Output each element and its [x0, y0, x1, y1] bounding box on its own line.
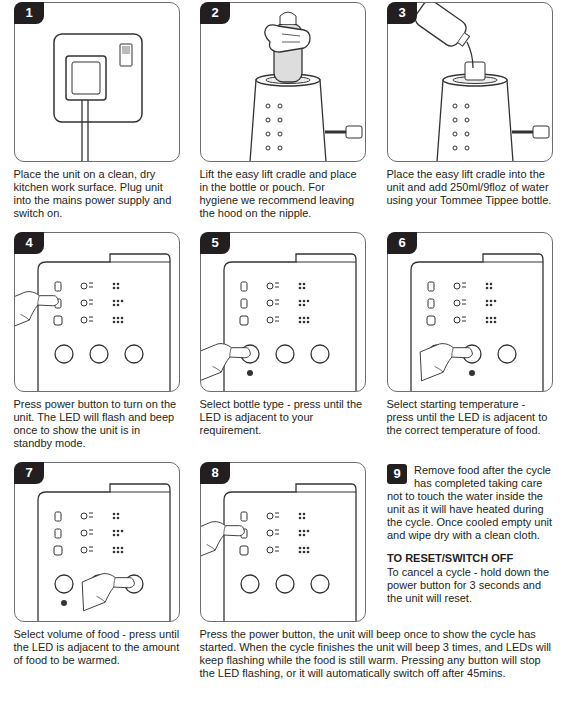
step-panel: 8Press the power button, the unit will b… [200, 462, 366, 622]
step-panel: 3Place the easy lift cradle into the uni… [387, 2, 553, 162]
step-caption: Lift the easy lift cradle and place in t… [200, 168, 366, 220]
step-caption: Select starting temperature - press unti… [387, 398, 553, 437]
step-panel: 1Place the unit on a clean, dry kitchen … [14, 2, 180, 162]
step-text: Remove food after the cycle has complete… [387, 464, 552, 541]
step-number: 6 [387, 232, 417, 254]
reset-note: TO RESET/SWITCH OFFTo cancel a cycle - h… [387, 552, 553, 605]
step-panel: 5Select bottle type - press until the LE… [200, 232, 366, 392]
step-caption: Press power button to turn on the unit. … [14, 398, 180, 450]
step-caption: Press the power button, the unit will be… [200, 628, 553, 680]
step-number: 4 [14, 232, 44, 254]
step-caption: Select bottle type - press until the LED… [200, 398, 366, 437]
note-text: To cancel a cycle - hold down the power … [387, 566, 553, 605]
step-caption: Select volume of food - press until the … [14, 628, 180, 667]
step-panel: 2Lift the easy lift cradle and place in … [200, 2, 366, 162]
step-number: 9 [387, 464, 407, 484]
step-caption: Place the unit on a clean, dry kitchen w… [14, 168, 180, 220]
step-number: 3 [387, 2, 417, 24]
step-panel: 4Press power button to turn on the unit.… [14, 232, 180, 392]
step-number: 8 [200, 462, 230, 484]
note-heading: TO RESET/SWITCH OFF [387, 552, 553, 565]
step-number: 2 [200, 2, 230, 24]
step-block: 9Remove food after the cycle has complet… [387, 464, 553, 542]
step-number: 5 [200, 232, 230, 254]
step-panel: 6Select starting temperature - press unt… [387, 232, 553, 392]
step-caption: Place the easy lift cradle into the unit… [387, 168, 553, 207]
step-number: 7 [14, 462, 44, 484]
step-panel: 7Select volume of food - press until the… [14, 462, 180, 622]
step-number: 1 [14, 2, 44, 24]
